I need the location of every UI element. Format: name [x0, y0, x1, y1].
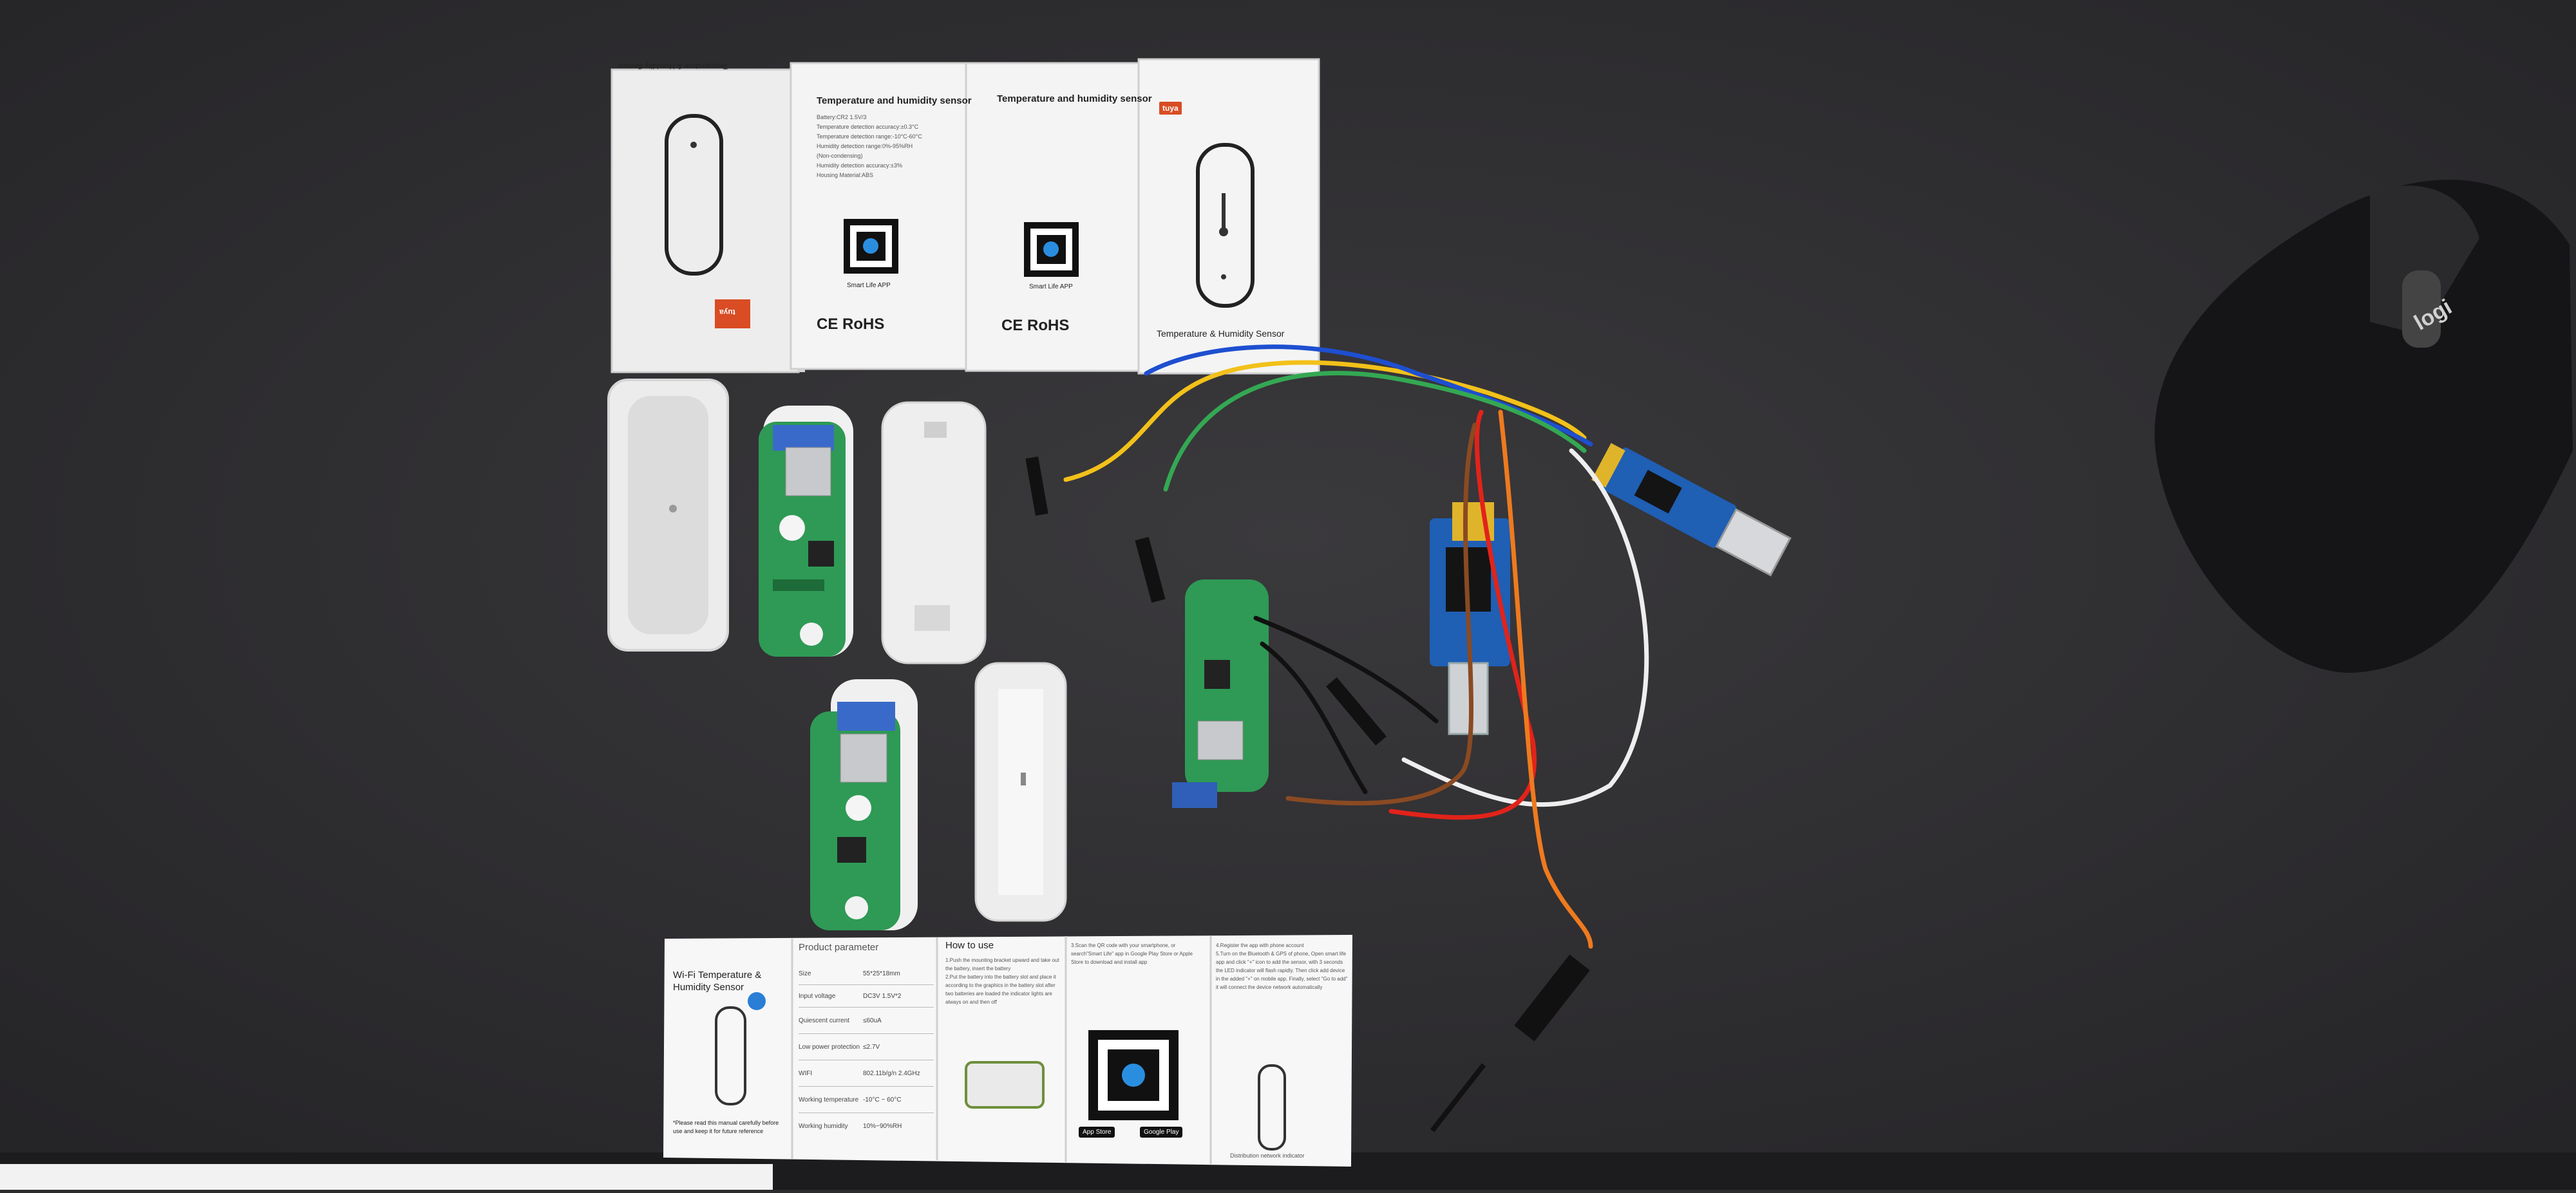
manual-param-header: Product parameter	[799, 942, 879, 953]
usb-serial-adapter-small	[1591, 443, 1792, 577]
sensor-pcb-1	[759, 406, 853, 657]
sensor-shell-open	[607, 379, 729, 652]
param-row: Working temperature -10°C ~ 60°C	[799, 1087, 934, 1113]
box4-caption: Temperature & Humidity Sensor	[1157, 328, 1285, 339]
box2-app-label: Smart Life APP	[847, 282, 891, 289]
product-box-3	[965, 62, 1148, 372]
param-key: Input voltage	[799, 992, 836, 1000]
how-step: 2.Put the battery into the battery slot …	[945, 974, 1056, 1005]
sensor-pcb-wired	[1172, 579, 1269, 808]
param-row: Quiescent current ≤60uA	[799, 1008, 934, 1034]
box2-spec-line: Temperature detection range:-10°C-60°C	[817, 133, 922, 140]
manual-how-header: How to use	[945, 940, 994, 951]
param-row: Low power protection≤2.7V	[799, 1034, 934, 1060]
product-box-1	[611, 68, 805, 373]
register-step: 4.Register the app with phone account	[1216, 943, 1304, 948]
test-clip-hooks	[1025, 456, 1590, 1132]
param-row: Input voltage DC3V 1.5V*2	[799, 985, 934, 1008]
param-val: 802.11b/g/n 2.4GHz	[863, 1069, 920, 1077]
box2-spec-line: Battery:CR2 1.5V/3	[817, 114, 867, 120]
table-surface	[0, 1164, 773, 1190]
box2-spec-line: Housing Material:ABS	[817, 172, 874, 178]
box2-spec-line: Humidity detection accuracy:±3%	[817, 162, 902, 169]
box3-app-label: Smart Life APP	[1029, 283, 1073, 290]
sensor-pcb-2	[810, 679, 918, 930]
jumper-wires	[1063, 344, 1649, 949]
box2-spec-line: Humidity detection range:0%-95%RH	[817, 143, 913, 149]
manual-register-steps: 4.Register the app with phone account 5.…	[1216, 941, 1348, 991]
how-step: 1.Push the mounting bracket upward and t…	[945, 957, 1059, 972]
param-val: ≤2.7V	[863, 1043, 880, 1051]
param-row: WIFI 802.11b/g/n 2.4GHz	[799, 1060, 934, 1087]
param-val: DC3V 1.5V*2	[863, 992, 902, 1000]
box4-tuya-logo: tuya	[1159, 102, 1182, 115]
manual-note: *Please read this manual carefully befor…	[673, 1120, 779, 1134]
box2-specs: Battery:CR2 1.5V/3 Temperature detection…	[817, 113, 965, 180]
box2-spec-line: Temperature detection accuracy:±0.3°C	[817, 124, 919, 130]
param-key: Quiescent current	[799, 1017, 849, 1024]
param-key: Working humidity	[799, 1122, 848, 1130]
logitech-mouse	[2154, 180, 2573, 673]
box2-title: Temperature and humidity sensor	[817, 95, 972, 106]
box3-rohs: CE RoHS	[1001, 317, 1070, 334]
param-key: Working temperature	[799, 1096, 859, 1104]
param-row: Working humidity 10%~90%RH	[799, 1113, 934, 1139]
param-val: 10%~90%RH	[863, 1122, 902, 1130]
param-val: -10°C ~ 60°C	[863, 1096, 902, 1104]
box1-title: Temperature & Humidity Sensor	[618, 62, 728, 71]
box1-tuya-logo: tuya	[716, 306, 739, 319]
manual-how-steps: 1.Push the mounting bracket upward and t…	[945, 956, 1061, 1006]
param-key: Size	[799, 970, 811, 977]
product-box-2	[790, 62, 976, 370]
register-step: in the added "+" on mobile app. Finally,…	[1216, 976, 1348, 990]
google-play-badge: Google Play	[1140, 1127, 1183, 1138]
param-key: Low power protection	[799, 1043, 860, 1051]
param-key: WIFI	[799, 1069, 813, 1077]
manual-scan-text: 3.Scan the QR code with your smartphone,…	[1071, 943, 1193, 965]
register-step: 5.Turn on the Bluetooth & GPS of phone, …	[1216, 951, 1347, 973]
instruction-manual	[663, 935, 1352, 1167]
box3-title: Temperature and humidity sensor	[997, 93, 1152, 104]
param-row: Size 55*25*18mm	[799, 963, 934, 985]
app-store-badge: App Store	[1079, 1127, 1115, 1138]
box2-spec-line: (Non-condensing)	[817, 153, 863, 159]
manual-title: Wi-Fi Temperature & Humidity Sensor	[673, 970, 762, 993]
sensor-back-cover-1	[881, 401, 987, 664]
manual-distribution-label: Distribution network indicator	[1230, 1152, 1305, 1159]
param-val: 55*25*18mm	[863, 970, 900, 977]
param-val: ≤60uA	[863, 1017, 882, 1024]
box2-rohs: CE RoHS	[817, 315, 885, 333]
sensor-back-cover-2	[974, 662, 1067, 922]
